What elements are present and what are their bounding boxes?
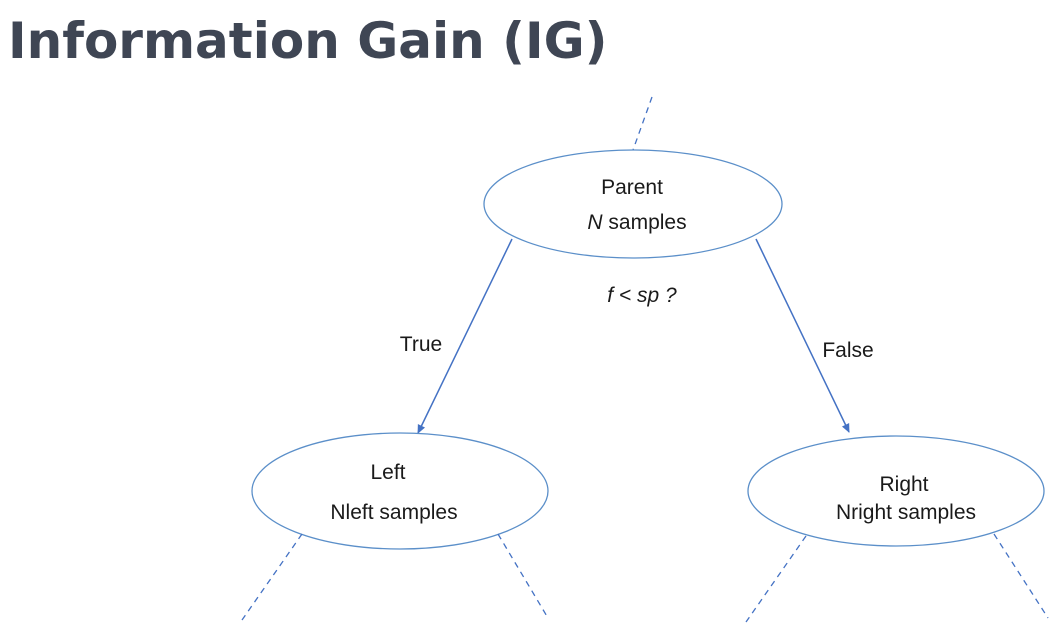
parent-node-samples: N samples xyxy=(587,211,686,234)
left-child-node xyxy=(251,432,549,550)
right-branch-edge xyxy=(755,238,850,433)
right-child-samples: Nright samples xyxy=(836,501,976,524)
false-branch-label: False xyxy=(822,339,873,362)
left-child-outgoing-edge-right xyxy=(497,533,549,619)
split-condition: f < sp ? xyxy=(607,284,677,307)
parent-count-var: N xyxy=(587,211,603,234)
parent-count-suffix: samples xyxy=(603,211,687,234)
right-child-label: Right xyxy=(879,473,928,496)
parent-node xyxy=(483,149,783,259)
left-branch-edge xyxy=(417,238,513,434)
page-title: Information Gain (IG) xyxy=(8,12,608,70)
left-child-outgoing-edge-left xyxy=(241,533,303,621)
left-child-samples: Nleft samples xyxy=(330,501,457,524)
left-child-label: Left xyxy=(370,461,405,484)
parent-node-label: Parent xyxy=(601,176,663,199)
right-child-outgoing-edge-right xyxy=(993,533,1049,619)
parent-incoming-edge xyxy=(632,96,653,151)
true-branch-label: True xyxy=(400,333,442,356)
right-child-outgoing-edge-left xyxy=(745,535,807,623)
right-child-node xyxy=(747,435,1045,547)
